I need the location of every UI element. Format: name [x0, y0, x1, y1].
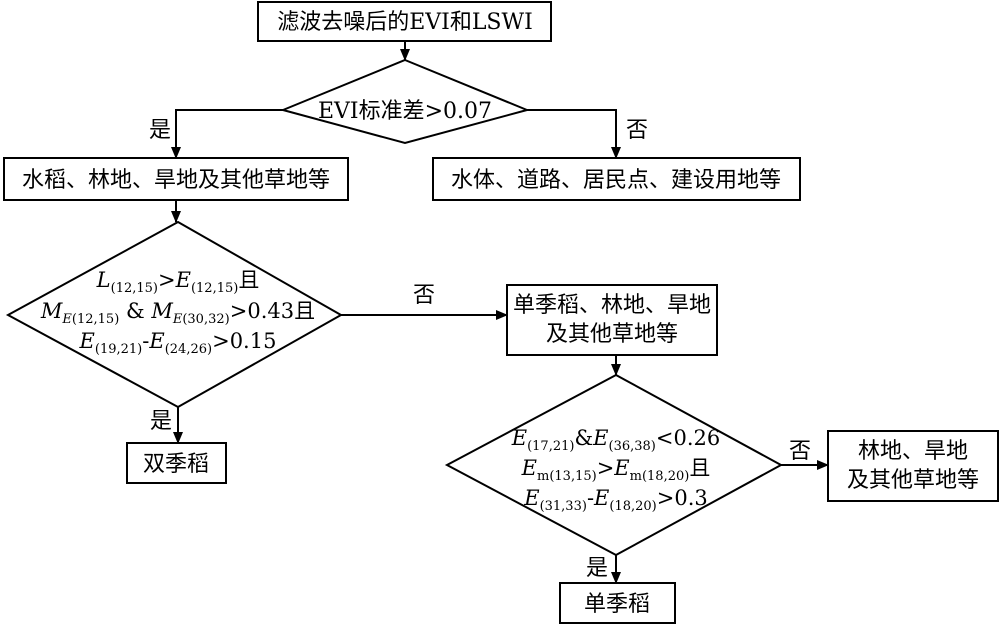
box-forest-dry	[827, 430, 999, 502]
connectors	[171, 41, 829, 584]
box-left-class-text: 水稻、林地、旱地及其他草地等	[22, 168, 330, 193]
box-double-rice-text: 双季稻	[143, 452, 209, 477]
label-d2-yes: 是	[150, 409, 172, 434]
box-right-class-text: 水体、道路、居民点、建设用地等	[451, 168, 781, 193]
box-single-season-line-1: 单季稻、林地、旱地	[513, 293, 711, 318]
box-right-class	[432, 157, 801, 201]
label-d2-no: 否	[413, 283, 435, 308]
d2-condition-line-1: L(12,15)>E(12,15)且	[96, 268, 260, 296]
decision-evi-std	[279, 58, 531, 145]
box-forest-dry-line-2: 及其他草地等	[847, 468, 979, 493]
d3-condition-line-2: Em(13,15)>Em(18,20)且	[521, 456, 711, 484]
label-d1-no: 否	[626, 118, 648, 143]
box-single-season	[506, 284, 718, 356]
box-single-season-line-2: 及其他草地等	[546, 322, 678, 347]
d2-condition-line-2: ME(12,15) & ME(30,32)>0.43且	[40, 299, 315, 327]
box-forest-dry-line-1: 林地、旱地	[858, 439, 968, 464]
input-box-text: 滤波去噪后的EVI和LSWI	[277, 10, 533, 35]
d2-condition-line-3: E(19,21)-E(24,26)>0.15	[79, 329, 277, 357]
decision-evi-std-text: EVI标准差>0.07	[318, 99, 492, 124]
arrow-d1-yes	[171, 109, 283, 159]
input-box	[257, 1, 552, 42]
d3-condition-line-3: E(31,33)-E(18,20)>0.3	[523, 486, 708, 514]
label-d3-no: 否	[789, 439, 811, 464]
d3-condition-line-1: E(17,21)&E(36,38)<0.26	[511, 426, 721, 454]
arrow-d1-no	[527, 109, 621, 159]
box-double-rice	[126, 442, 227, 484]
label-d3-yes: 是	[586, 556, 608, 581]
label-d1-yes: 是	[149, 118, 171, 143]
box-single-rice-text: 单季稻	[584, 592, 650, 617]
box-single-rice	[559, 582, 676, 624]
